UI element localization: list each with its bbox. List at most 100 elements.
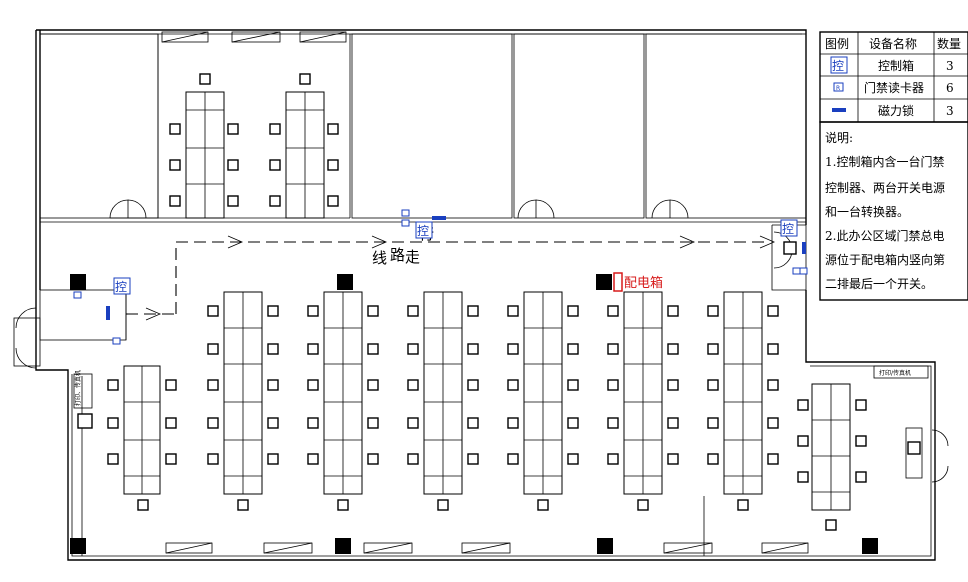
chair-icon bbox=[767, 343, 779, 355]
distribution-box: 配电箱 bbox=[613, 272, 663, 292]
chair-icon bbox=[165, 453, 177, 465]
chair-icon bbox=[607, 453, 619, 465]
chair-icon bbox=[767, 417, 779, 429]
bottom-windows bbox=[81, 376, 809, 556]
column-icon bbox=[70, 274, 878, 554]
route-char-4: 线 bbox=[372, 249, 387, 267]
chair-icon bbox=[367, 453, 379, 465]
chair-icon bbox=[299, 73, 311, 85]
legend-header-qty: 数量 bbox=[937, 36, 961, 51]
chair-icon bbox=[269, 195, 281, 207]
chair-icon bbox=[607, 343, 619, 355]
chair-icon bbox=[507, 379, 519, 391]
chair-icon bbox=[267, 379, 279, 391]
chair-icon bbox=[507, 453, 519, 465]
legend-header-name: 设备名称 bbox=[869, 36, 917, 51]
route-char-3: 路 bbox=[390, 246, 405, 264]
main-desks bbox=[223, 291, 763, 495]
chair-icon bbox=[307, 379, 319, 391]
top-windows bbox=[161, 31, 347, 43]
chair-icon bbox=[367, 343, 379, 355]
notes-line-4: 2.此办公区域门禁总电 bbox=[825, 228, 944, 243]
notes-line-5: 源位于配电箱内竖向第 bbox=[825, 252, 945, 267]
control-box-label-right: 控 bbox=[782, 222, 794, 236]
chair-icon bbox=[307, 417, 319, 429]
right-desk-block bbox=[811, 383, 851, 511]
chair-icon bbox=[507, 343, 519, 355]
chair-icon bbox=[169, 123, 181, 135]
chair-icon bbox=[307, 305, 319, 317]
chair-icon bbox=[407, 417, 419, 429]
chair-icon bbox=[607, 417, 619, 429]
chair-icon bbox=[707, 417, 719, 429]
chair-icon bbox=[567, 343, 579, 355]
notes-line-2: 控制器、两台开关电源 bbox=[825, 180, 945, 195]
chair-icon bbox=[667, 453, 679, 465]
chair-icon bbox=[537, 499, 549, 511]
chair-icon bbox=[137, 499, 149, 511]
chair-icon bbox=[237, 499, 249, 511]
chair-icon bbox=[797, 471, 809, 483]
chair-icon bbox=[467, 379, 479, 391]
top-rooms bbox=[39, 33, 807, 223]
distribution-box-label: 配电箱 bbox=[624, 275, 663, 291]
chair-icon bbox=[269, 123, 281, 135]
chair-icon bbox=[207, 305, 219, 317]
upper-chairs bbox=[169, 73, 339, 207]
upper-desks bbox=[185, 91, 325, 219]
chair-icon bbox=[269, 159, 281, 171]
chair-icon bbox=[567, 305, 579, 317]
chair-icon bbox=[267, 453, 279, 465]
chair-icon bbox=[855, 435, 867, 447]
chair-icon bbox=[567, 417, 579, 429]
chair-icon bbox=[667, 417, 679, 429]
chair-icon bbox=[227, 159, 239, 171]
chair-icon bbox=[607, 379, 619, 391]
right-cabinet: 打印/传真机 bbox=[783, 241, 929, 479]
chair-icon bbox=[567, 453, 579, 465]
chair-icon bbox=[707, 379, 719, 391]
chair-icon bbox=[367, 379, 379, 391]
legend-header-symbol: 图例 bbox=[825, 37, 849, 51]
chair-icon bbox=[507, 305, 519, 317]
chair-icon bbox=[199, 73, 211, 85]
chair-icon bbox=[207, 379, 219, 391]
notes-title: 说明: bbox=[825, 130, 853, 145]
chair-icon bbox=[407, 305, 419, 317]
chair-icon bbox=[227, 195, 239, 207]
left-cabinet: 打印、传真机 bbox=[73, 370, 93, 429]
chair-icon bbox=[667, 305, 679, 317]
magnetic-lock-icon bbox=[106, 216, 806, 320]
notes: 说明: 1.控制箱内含一台门禁 控制器、两台开关电源 和一台转换器。 2.此办公… bbox=[819, 121, 968, 301]
chair-icon bbox=[407, 453, 419, 465]
legend-qty-lock: 3 bbox=[946, 104, 954, 118]
control-box-label-left: 控 bbox=[115, 280, 127, 294]
chair-icon bbox=[169, 195, 181, 207]
chair-icon bbox=[467, 305, 479, 317]
chair-icon bbox=[767, 379, 779, 391]
chair-icon bbox=[767, 453, 779, 465]
chair-icon bbox=[169, 159, 181, 171]
left-desk-block bbox=[123, 365, 161, 495]
chair-icon bbox=[267, 417, 279, 429]
legend-symbol-control: 控 bbox=[832, 59, 844, 73]
chair-icon bbox=[507, 417, 519, 429]
legend-name-reader: 门禁读卡器 bbox=[864, 80, 924, 95]
notes-line-3: 和一台转换器。 bbox=[825, 204, 909, 219]
chair-icon bbox=[797, 399, 809, 411]
chair-icon bbox=[855, 399, 867, 411]
legend-symbol-lock bbox=[832, 108, 846, 112]
right-cabinet-label: 打印/传真机 bbox=[879, 369, 911, 377]
chair-icon bbox=[307, 343, 319, 355]
chair-icon bbox=[107, 417, 119, 429]
chair-icon bbox=[267, 305, 279, 317]
chair-icon bbox=[707, 305, 719, 317]
notes-line-6: 二排最后一个开关。 bbox=[825, 277, 933, 291]
chair-icon bbox=[467, 417, 479, 429]
route-char-2: 走 bbox=[405, 248, 420, 266]
legend-symbol-reader: R bbox=[836, 85, 840, 92]
legend-name-lock: 磁力锁 bbox=[878, 103, 914, 118]
chair-icon bbox=[825, 519, 837, 531]
chair-icon bbox=[327, 195, 339, 207]
chair-icon bbox=[337, 499, 349, 511]
